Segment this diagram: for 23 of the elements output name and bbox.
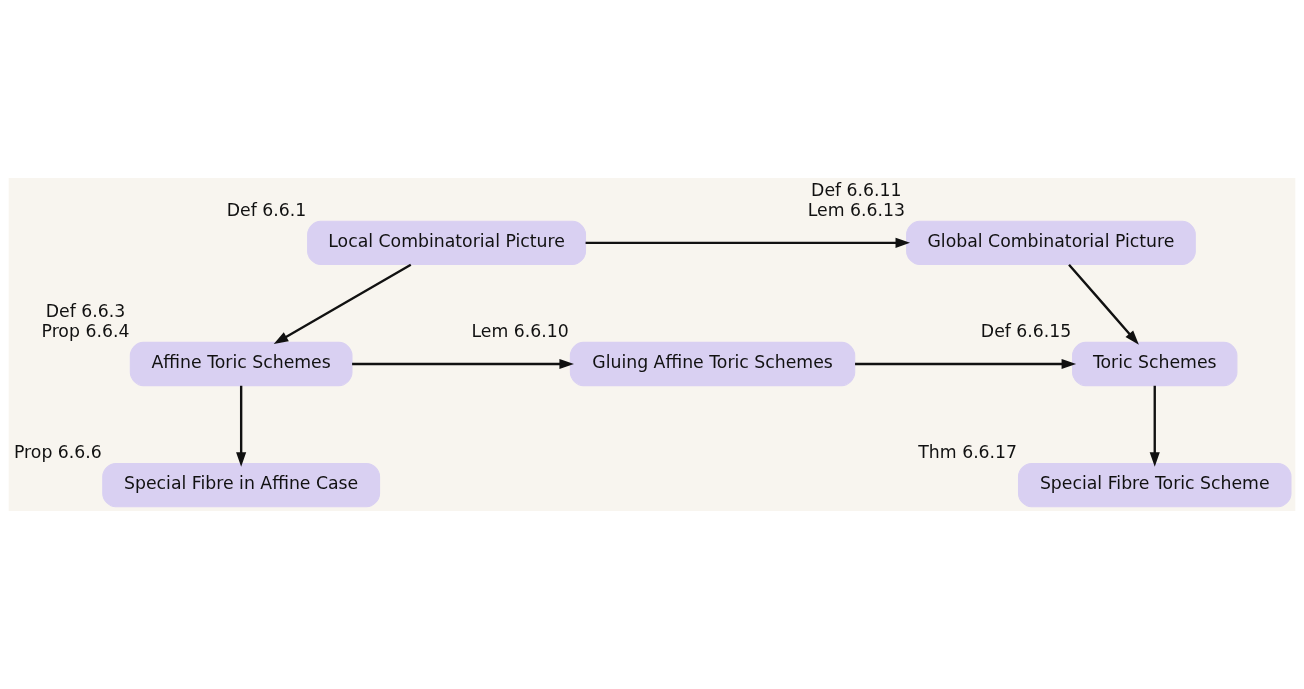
- node-box: Local Combinatorial Picture: [307, 220, 587, 266]
- node-label: Prop 6.6.4: [41, 320, 130, 341]
- node-box: Special Fibre Toric Scheme: [1018, 462, 1292, 508]
- node-label: Def 6.6.1: [226, 199, 307, 220]
- node-box: Gluing Affine Toric Schemes: [569, 341, 856, 387]
- node-label: Prop 6.6.6: [13, 441, 102, 462]
- node-box: Affine Toric Schemes: [129, 341, 353, 387]
- arrow: [352, 358, 574, 370]
- node-box: Global Combinatorial Picture: [906, 220, 1196, 266]
- node-box: Special Fibre in Affine Case: [102, 462, 381, 508]
- arrow: [1149, 385, 1160, 467]
- node-label: Thm 6.6.17: [918, 441, 1018, 462]
- arrow: [236, 385, 247, 467]
- arrow: [1068, 263, 1139, 345]
- arrow: [855, 358, 1077, 370]
- node-label: Lem 6.6.10: [471, 320, 569, 341]
- node-label: Def 6.6.3: [45, 301, 126, 322]
- node-label: Lem 6.6.13: [807, 199, 905, 220]
- arrow: [273, 263, 412, 344]
- node-box: Toric Schemes: [1072, 341, 1238, 387]
- node-label: Def 6.6.15: [980, 320, 1072, 341]
- node-label: Def 6.6.11: [811, 180, 902, 201]
- arrow: [585, 237, 911, 248]
